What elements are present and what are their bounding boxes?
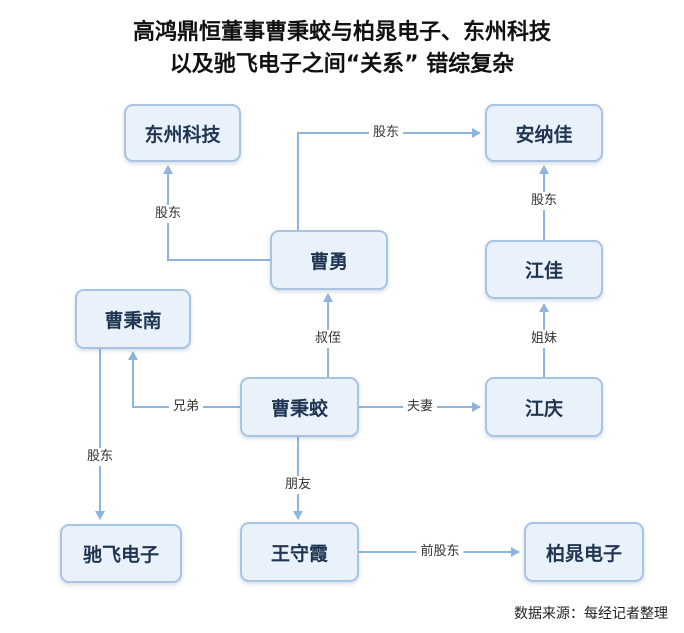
title-line-1: 高鸿鼎恒董事曹秉蛟与柏晁电子、东州科技 xyxy=(132,20,551,45)
edge-label-caobingnan-chifei: 股东 xyxy=(82,448,118,466)
edge-label-caobingjiao-jiangqing: 夫妻 xyxy=(402,398,438,416)
edge-label-jiangjia-annajia: 股东 xyxy=(526,192,562,210)
data-source-note: 数据来源：每经记者整理 xyxy=(514,606,668,622)
edge-label-wangshouxia-bochao: 前股东 xyxy=(416,543,464,561)
edge-label-caobingjiao-caoyong: 叔侄 xyxy=(310,330,346,348)
node-cao-bingjiao: 曹秉蛟 xyxy=(240,377,359,437)
node-jiang-qing: 江庆 xyxy=(485,377,603,437)
node-cao-yong: 曹勇 xyxy=(270,230,388,290)
edge-label-caoyong-annajia: 股东 xyxy=(368,124,404,142)
edge-caobingjiao-caobingnan xyxy=(128,351,240,408)
edge-caoyong-dongzhou xyxy=(163,165,270,261)
node-wang-shouxia: 王守霞 xyxy=(240,522,359,582)
edge-label-caobingjiao-caobingnan: 兄弟 xyxy=(168,398,204,416)
node-jiang-jia: 江佳 xyxy=(485,240,603,299)
node-dongzhou-tech: 东州科技 xyxy=(124,104,241,162)
node-cao-bingnan: 曹秉南 xyxy=(75,289,191,349)
node-bochao-electronics: 柏晁电子 xyxy=(524,522,644,582)
title-line-2: 以及驰飞电子之间“关系” 错综复杂 xyxy=(169,52,515,77)
edge-label-caoyong-dongzhou: 股东 xyxy=(150,205,186,223)
node-chifei-electronics: 驰飞电子 xyxy=(60,524,182,583)
edge-label-caobingjiao-wangshouxia: 朋友 xyxy=(280,476,316,494)
node-annajia: 安纳佳 xyxy=(485,104,603,162)
edge-caoyong-annajia xyxy=(297,128,481,230)
edge-label-jiangqing-jiangjia: 姐妹 xyxy=(526,330,562,348)
